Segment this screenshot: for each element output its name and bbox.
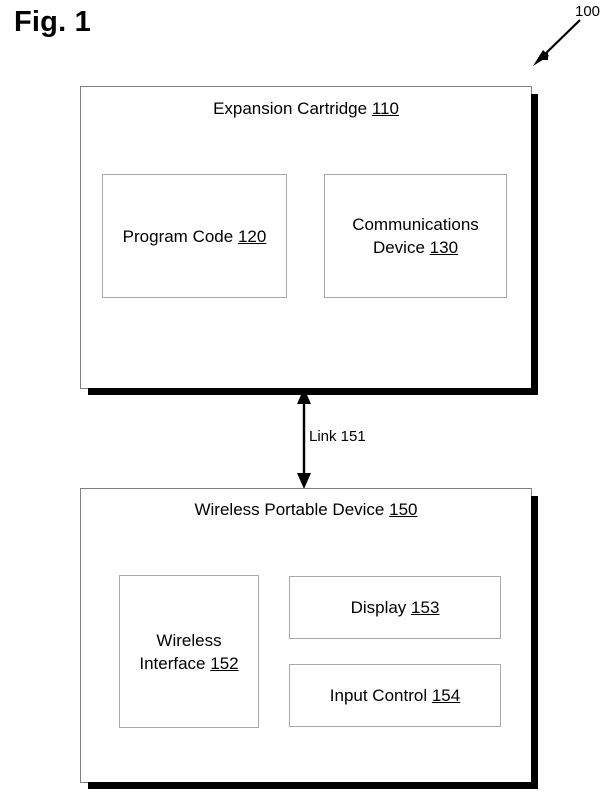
- box-shadow-bottom: [88, 782, 538, 789]
- box-shadow-right: [531, 496, 538, 789]
- lead-line-arrow-icon: [533, 19, 581, 66]
- wireless-interface-label-line-2: Interface: [139, 653, 206, 673]
- program-code-label-num: 120: [237, 226, 267, 246]
- reference-numeral-100: 100: [575, 3, 601, 20]
- expansion-cartridge-title-text: Expansion Cartridge: [213, 99, 368, 118]
- input-control-label-num: 154: [431, 686, 461, 705]
- expansion-cartridge-title-num: 110: [371, 99, 399, 118]
- box-shadow-right: [531, 94, 538, 395]
- expansion-cartridge-title: Expansion Cartridge 110: [81, 99, 531, 119]
- communications-device-label-line-1: Communications: [352, 215, 479, 234]
- box-shadow-bottom: [88, 388, 538, 395]
- expansion-cartridge-box: Expansion Cartridge 110 Program Code 120…: [80, 86, 538, 395]
- display-label-line-1: Display: [350, 598, 407, 617]
- input-control-label-line-1: Input Control: [329, 686, 428, 705]
- display-label: Display 153: [351, 596, 440, 619]
- communications-device-label-line-2: Device: [372, 238, 425, 257]
- wireless-portable-device-title-text: Wireless Portable Device: [194, 500, 385, 519]
- figure-caption: Fig. 1: [14, 6, 91, 38]
- wireless-interface-label: Wireless Interface 152: [139, 629, 238, 675]
- display-box: Display 153: [289, 576, 501, 639]
- program-code-label: Program Code 120: [123, 225, 267, 248]
- input-control-label: Input Control 154: [330, 684, 460, 707]
- wireless-interface-label-num: 152: [210, 653, 239, 673]
- program-code-box: Program Code 120: [102, 174, 287, 298]
- input-control-box: Input Control 154: [289, 664, 501, 727]
- communications-device-label-num: 130: [429, 238, 459, 257]
- communications-device-box: Communications Device 130: [324, 174, 507, 298]
- wireless-portable-device-title: Wireless Portable Device 150: [81, 500, 531, 520]
- wireless-interface-box: Wireless Interface 152: [119, 575, 259, 728]
- link-label: Link 151: [309, 428, 366, 445]
- wireless-portable-device-box: Wireless Portable Device 150 Wireless In…: [80, 488, 538, 789]
- display-label-num: 153: [411, 598, 440, 617]
- wireless-portable-device-title-num: 150: [389, 500, 418, 519]
- wireless-interface-label-line-1: Wireless: [156, 630, 222, 650]
- program-code-label-line-1: Program Code: [122, 226, 234, 246]
- communications-device-label: Communications Device 130: [352, 213, 479, 259]
- link-double-arrow-icon: [297, 388, 311, 489]
